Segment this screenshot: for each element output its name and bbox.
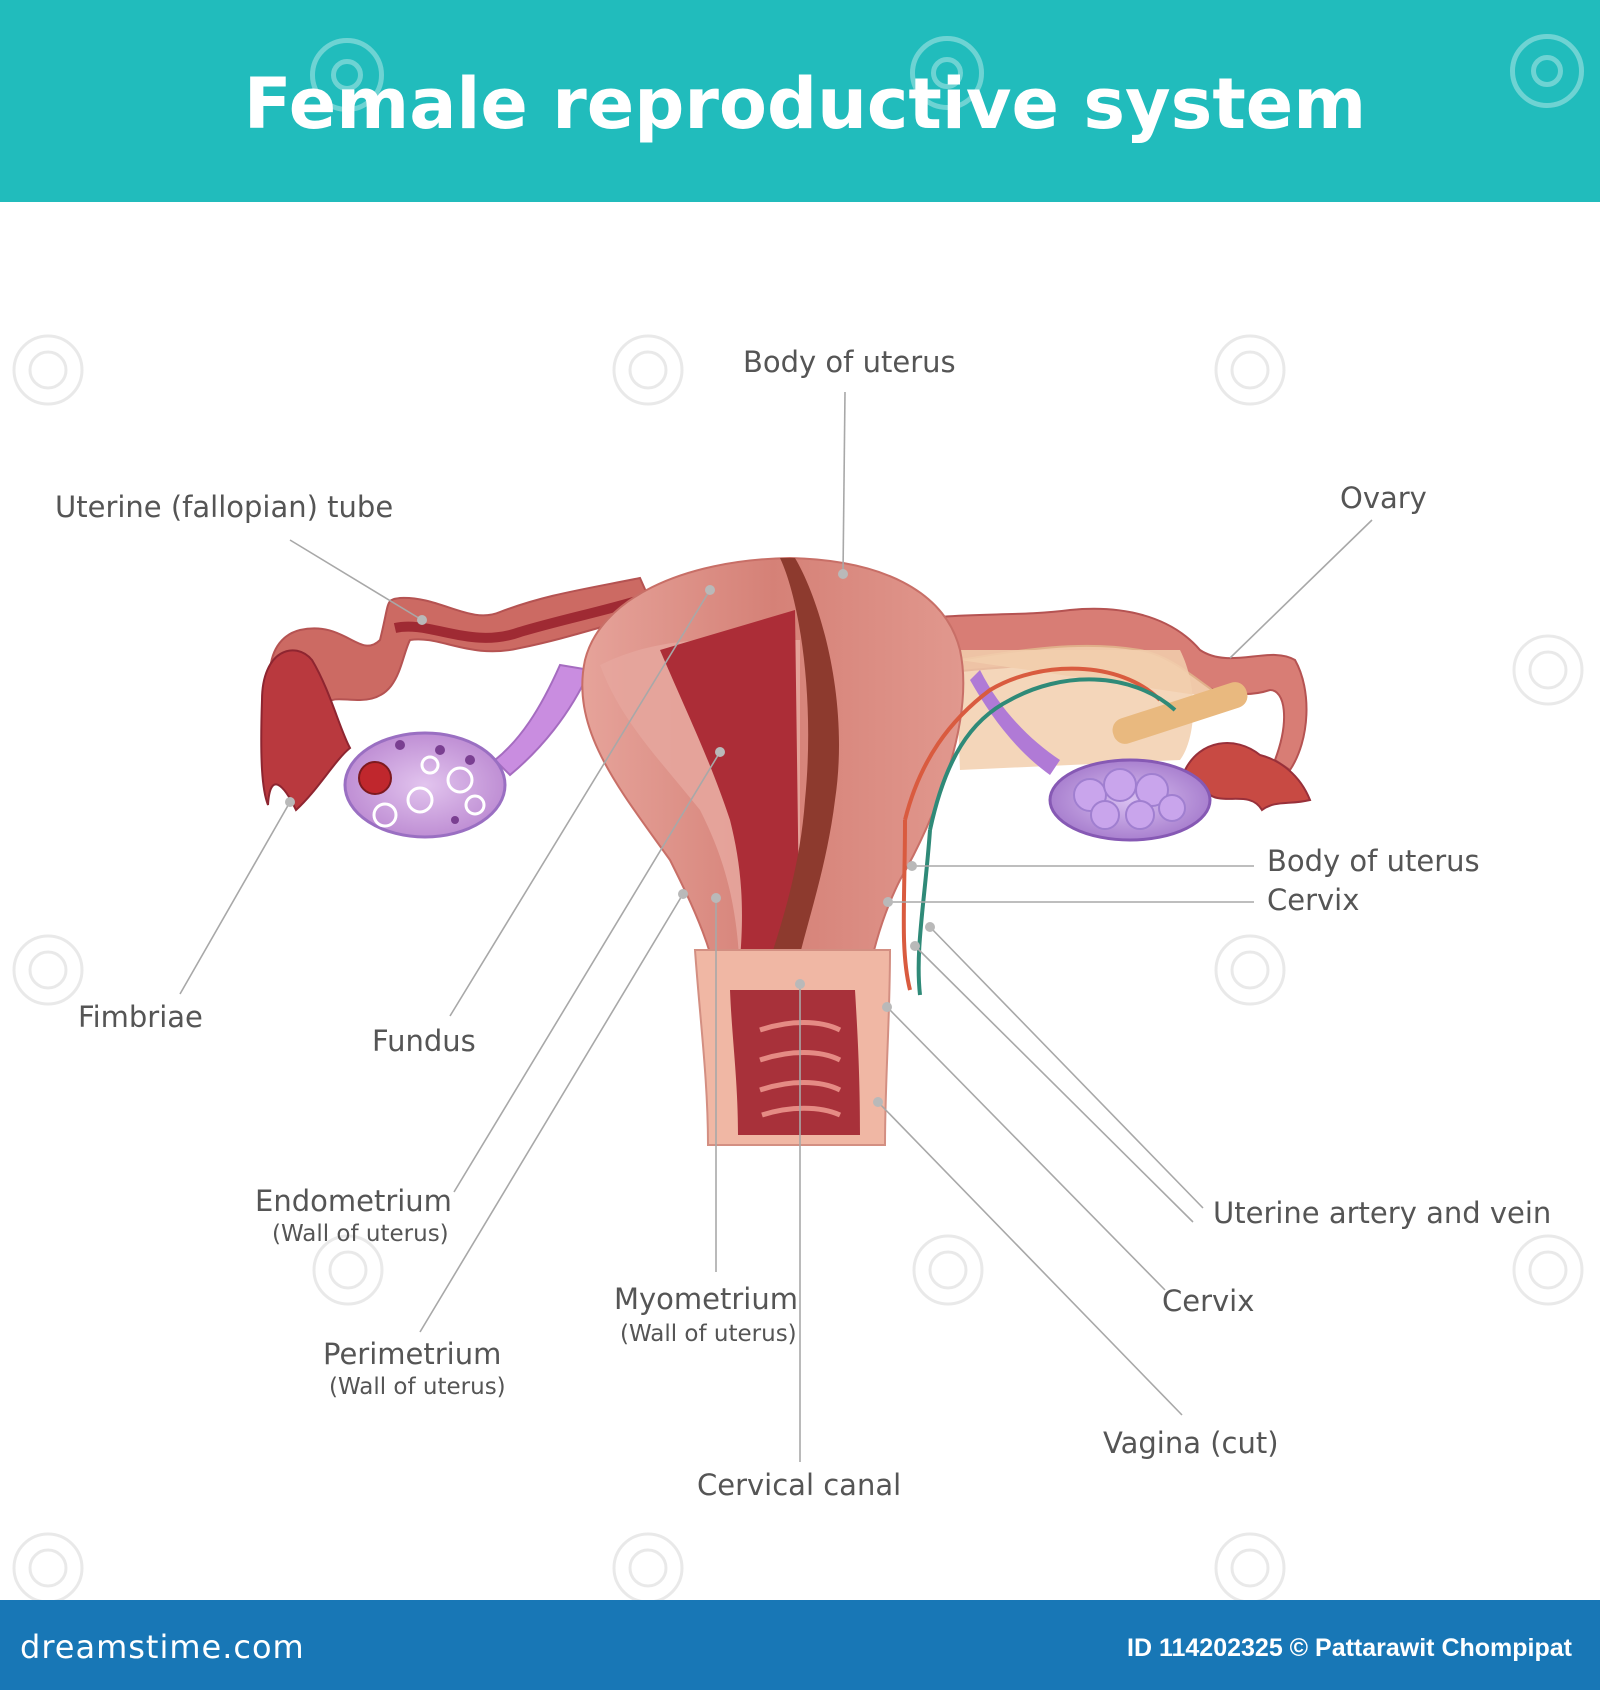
label-body-of-uterus-top: Body of uterus <box>743 345 956 379</box>
watermark-swirl-icon <box>612 334 684 406</box>
watermark-swirl-icon <box>12 1532 84 1604</box>
label-uterine-artery-vein: Uterine artery and vein <box>1213 1196 1551 1230</box>
watermark-swirl-icon <box>312 1234 384 1306</box>
watermark-swirl-icon <box>1512 634 1584 706</box>
watermark-swirl-icon <box>1214 934 1286 1006</box>
label-perimetrium-sub: (Wall of uterus) <box>329 1374 506 1400</box>
page-title: Female reproductive system <box>243 63 1367 145</box>
watermark-swirl-icon <box>612 1532 684 1604</box>
label-vagina: Vagina (cut) <box>1103 1426 1279 1460</box>
label-cervix-lower: Cervix <box>1162 1284 1254 1318</box>
left-fimbriae <box>260 649 352 812</box>
watermark-swirl-icon <box>12 334 84 406</box>
watermark-layer <box>12 334 1584 1604</box>
header-banner: Female reproductive system <box>0 0 1600 202</box>
leader-lines <box>179 391 1373 1462</box>
label-layer: Body of uterus Uterine (fallopian) tube … <box>55 345 1551 1502</box>
label-body-of-uterus-right: Body of uterus <box>1267 844 1480 878</box>
watermark-swirl-icon <box>12 934 84 1006</box>
label-endometrium-sub: (Wall of uterus) <box>272 1221 449 1247</box>
right-ovary <box>970 670 1212 842</box>
label-perimetrium: Perimetrium <box>323 1337 501 1371</box>
left-ovary <box>343 663 592 839</box>
footer-credit: ID 114202325 © Pattarawit Chompipat <box>1127 1634 1572 1662</box>
footer-bar: dreamstime.com ID 114202325 © Pattarawit… <box>0 1600 1600 1690</box>
uterus-illustration <box>260 556 1312 1146</box>
watermark-swirl-icon <box>1512 1234 1584 1306</box>
label-myometrium: Myometrium <box>614 1282 798 1316</box>
label-uterine-tube: Uterine (fallopian) tube <box>55 490 393 524</box>
label-myometrium-sub: (Wall of uterus) <box>620 1321 797 1347</box>
label-cervix-right: Cervix <box>1267 883 1359 917</box>
label-endometrium: Endometrium <box>255 1184 452 1218</box>
watermark-swirl-icon <box>1214 1532 1286 1604</box>
label-ovary: Ovary <box>1340 481 1427 515</box>
watermark-swirl-icon <box>1214 334 1286 406</box>
footer-brand-logo: dreamstime.com <box>20 1628 305 1666</box>
watermark-swirl-icon <box>910 36 984 110</box>
watermark-swirl-icon <box>912 1234 984 1306</box>
label-cervical-canal: Cervical canal <box>697 1468 901 1502</box>
label-fimbriae: Fimbriae <box>78 1000 203 1034</box>
watermark-swirl-icon <box>1510 34 1584 108</box>
watermark-swirl-icon <box>310 38 384 112</box>
label-fundus: Fundus <box>372 1024 476 1058</box>
